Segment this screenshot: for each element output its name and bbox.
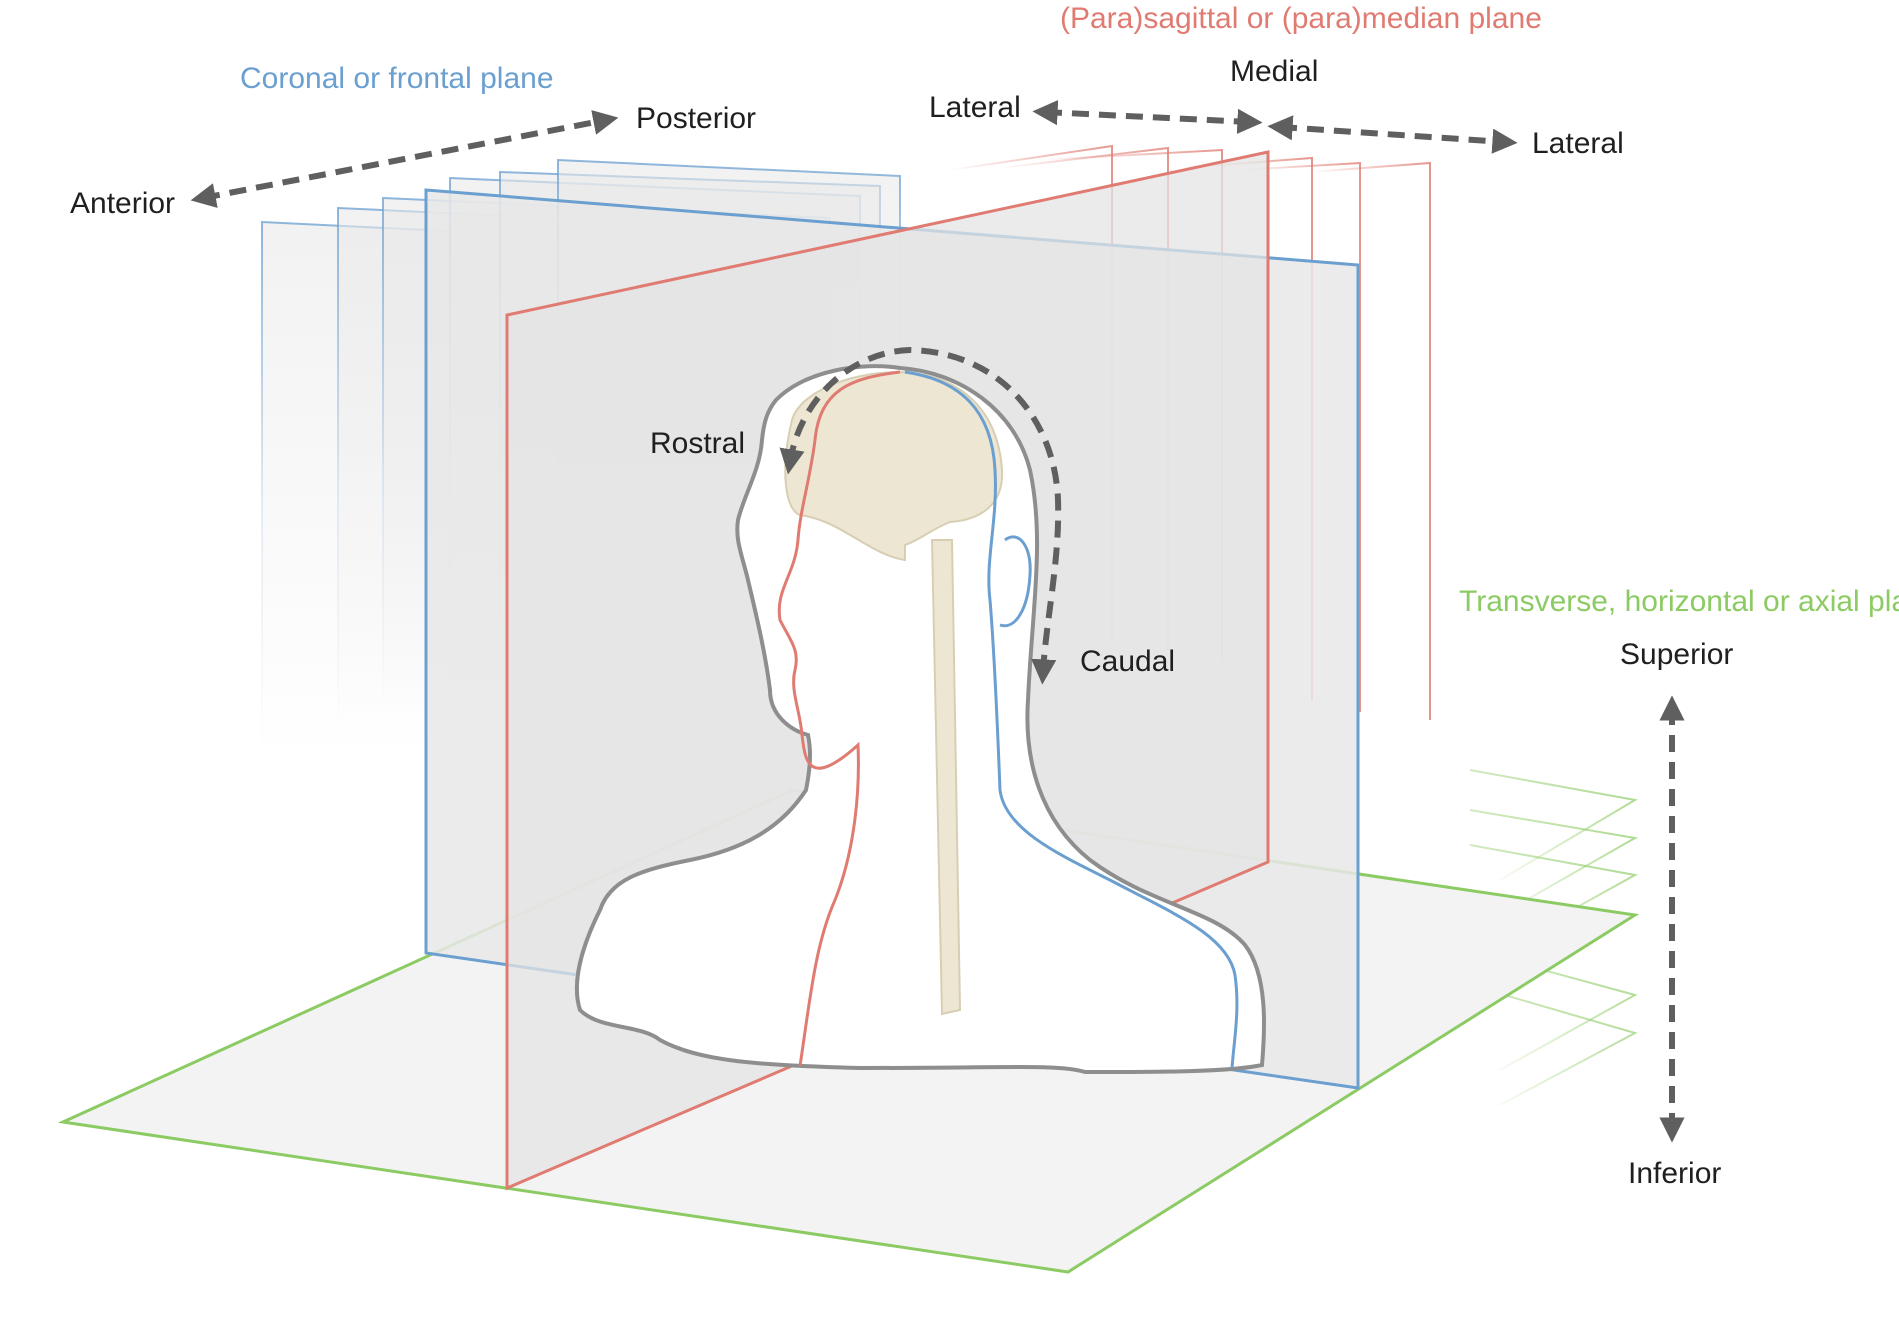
label-medial: Medial	[1230, 55, 1318, 88]
anterior-posterior-arrow	[190, 110, 619, 208]
label-posterior: Posterior	[636, 102, 756, 135]
label-lateral-left: Lateral	[929, 91, 1021, 124]
label-lateral-right: Lateral	[1532, 127, 1624, 160]
rostral-caudal-arrow	[779, 346, 1062, 685]
direction-arrows	[190, 100, 1685, 1143]
label-superior: Superior	[1620, 638, 1733, 671]
transverse-plane-title: Transverse, horizontal or axial plane	[1459, 585, 1899, 618]
medial-lateral-arrow	[1267, 115, 1518, 154]
coronal-plane-title: Coronal or frontal plane	[240, 62, 554, 95]
sagittal-plane-title: (Para)sagittal or (para)median plane	[1060, 2, 1542, 35]
lateral-medial-arrow	[1032, 100, 1263, 134]
sagittal-plane-ghosts	[949, 144, 1431, 720]
label-anterior: Anterior	[70, 187, 175, 220]
label-caudal: Caudal	[1080, 645, 1175, 678]
label-inferior: Inferior	[1628, 1157, 1721, 1190]
label-rostral: Rostral	[650, 427, 745, 460]
